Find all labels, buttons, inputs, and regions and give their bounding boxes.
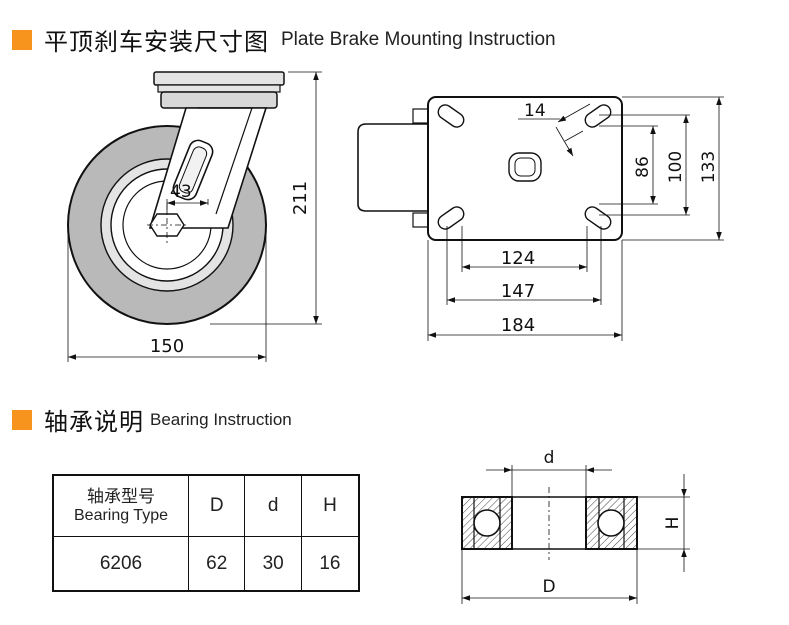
mounting-slots xyxy=(437,104,612,230)
dim-height: 211 xyxy=(290,181,311,215)
header-bearing-type: 轴承型号 Bearing Type xyxy=(52,474,189,537)
mounting-title-cn: 平顶刹车安装尺寸图 xyxy=(44,28,269,56)
orange-square-icon xyxy=(12,29,32,50)
dim-offset: 43 xyxy=(170,182,192,202)
dim-133: 133 xyxy=(699,151,719,183)
dim-147: 147 xyxy=(501,281,535,302)
table-row: 6206 62 30 16 xyxy=(52,536,360,592)
bearing-section-title: 轴承说明 Bearing Instruction xyxy=(12,402,292,437)
orange-square-icon xyxy=(12,409,32,430)
bearing-cross-section: d D H xyxy=(461,448,690,604)
header-type-en: Bearing Type xyxy=(74,507,168,524)
cell-type: 6206 xyxy=(52,536,189,592)
bearing-title-en: Bearing Instruction xyxy=(150,409,292,429)
bearing-spec-table: 轴承型号 Bearing Type D d H 6206 62 30 16 xyxy=(52,474,360,592)
dim-124: 124 xyxy=(501,248,535,269)
table-header-row: 轴承型号 Bearing Type D d H xyxy=(52,474,360,537)
brake-pedal xyxy=(172,139,214,201)
dim-100: 100 xyxy=(666,151,686,183)
header-type-cn: 轴承型号 xyxy=(87,487,155,506)
bearing-title-cn: 轴承说明 xyxy=(44,408,144,436)
header-H: H xyxy=(300,474,360,537)
header-d: d xyxy=(244,474,302,537)
bearing-D-label: D xyxy=(542,577,555,597)
dim-184: 184 xyxy=(501,315,535,336)
bearing-d-label: d xyxy=(544,448,555,468)
dim-86: 86 xyxy=(633,156,653,178)
mounting-title-en: Plate Brake Mounting Instruction xyxy=(281,28,556,50)
dim-width: 150 xyxy=(150,336,184,357)
bearing-H-label: H xyxy=(663,517,683,530)
mounting-section-title: 平顶刹车安装尺寸图 Plate Brake Mounting Instructi… xyxy=(12,22,556,57)
plate-top-view: 14 86 100 133 124 147 184 xyxy=(357,96,724,341)
caster-side-view: 43 211 150 xyxy=(67,71,322,362)
cell-d: 30 xyxy=(244,536,302,592)
swivel-ring xyxy=(160,91,278,109)
cell-H: 16 xyxy=(300,536,360,592)
dim-hole: 14 xyxy=(524,101,546,121)
cell-D: 62 xyxy=(187,536,246,592)
header-D: D xyxy=(187,474,246,537)
top-plate xyxy=(153,71,285,86)
